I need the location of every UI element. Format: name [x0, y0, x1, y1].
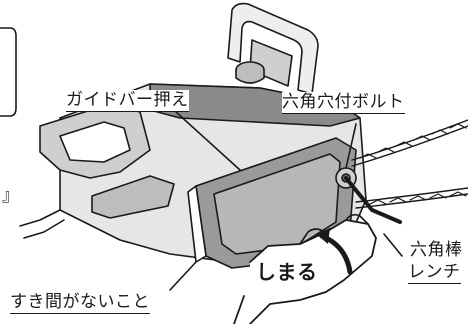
hex-wrench — [344, 176, 402, 224]
label-hex-wrench-line1: 六角棒 — [410, 240, 463, 260]
label-hex-wrench-line2: レンチ — [408, 262, 461, 284]
leader-hex-bolt — [345, 123, 357, 169]
saw-chain-upper — [351, 119, 468, 161]
label-guide-bar-holder: ガイドバー押え — [66, 90, 189, 112]
label-edge-fragment: 』 — [2, 186, 20, 206]
label-tighten: しまる — [256, 260, 318, 284]
saw-chain-lower — [355, 187, 468, 203]
callout-frame — [0, 27, 17, 117]
leader-guide-bar — [175, 111, 241, 171]
top-handle — [227, 2, 319, 95]
leader-no-gap — [169, 261, 197, 291]
label-hex-bolt: 六角穴付ボルト — [282, 92, 405, 114]
leader-hex-wrench — [383, 233, 403, 257]
label-no-gap: すき間がないこと — [10, 292, 150, 314]
